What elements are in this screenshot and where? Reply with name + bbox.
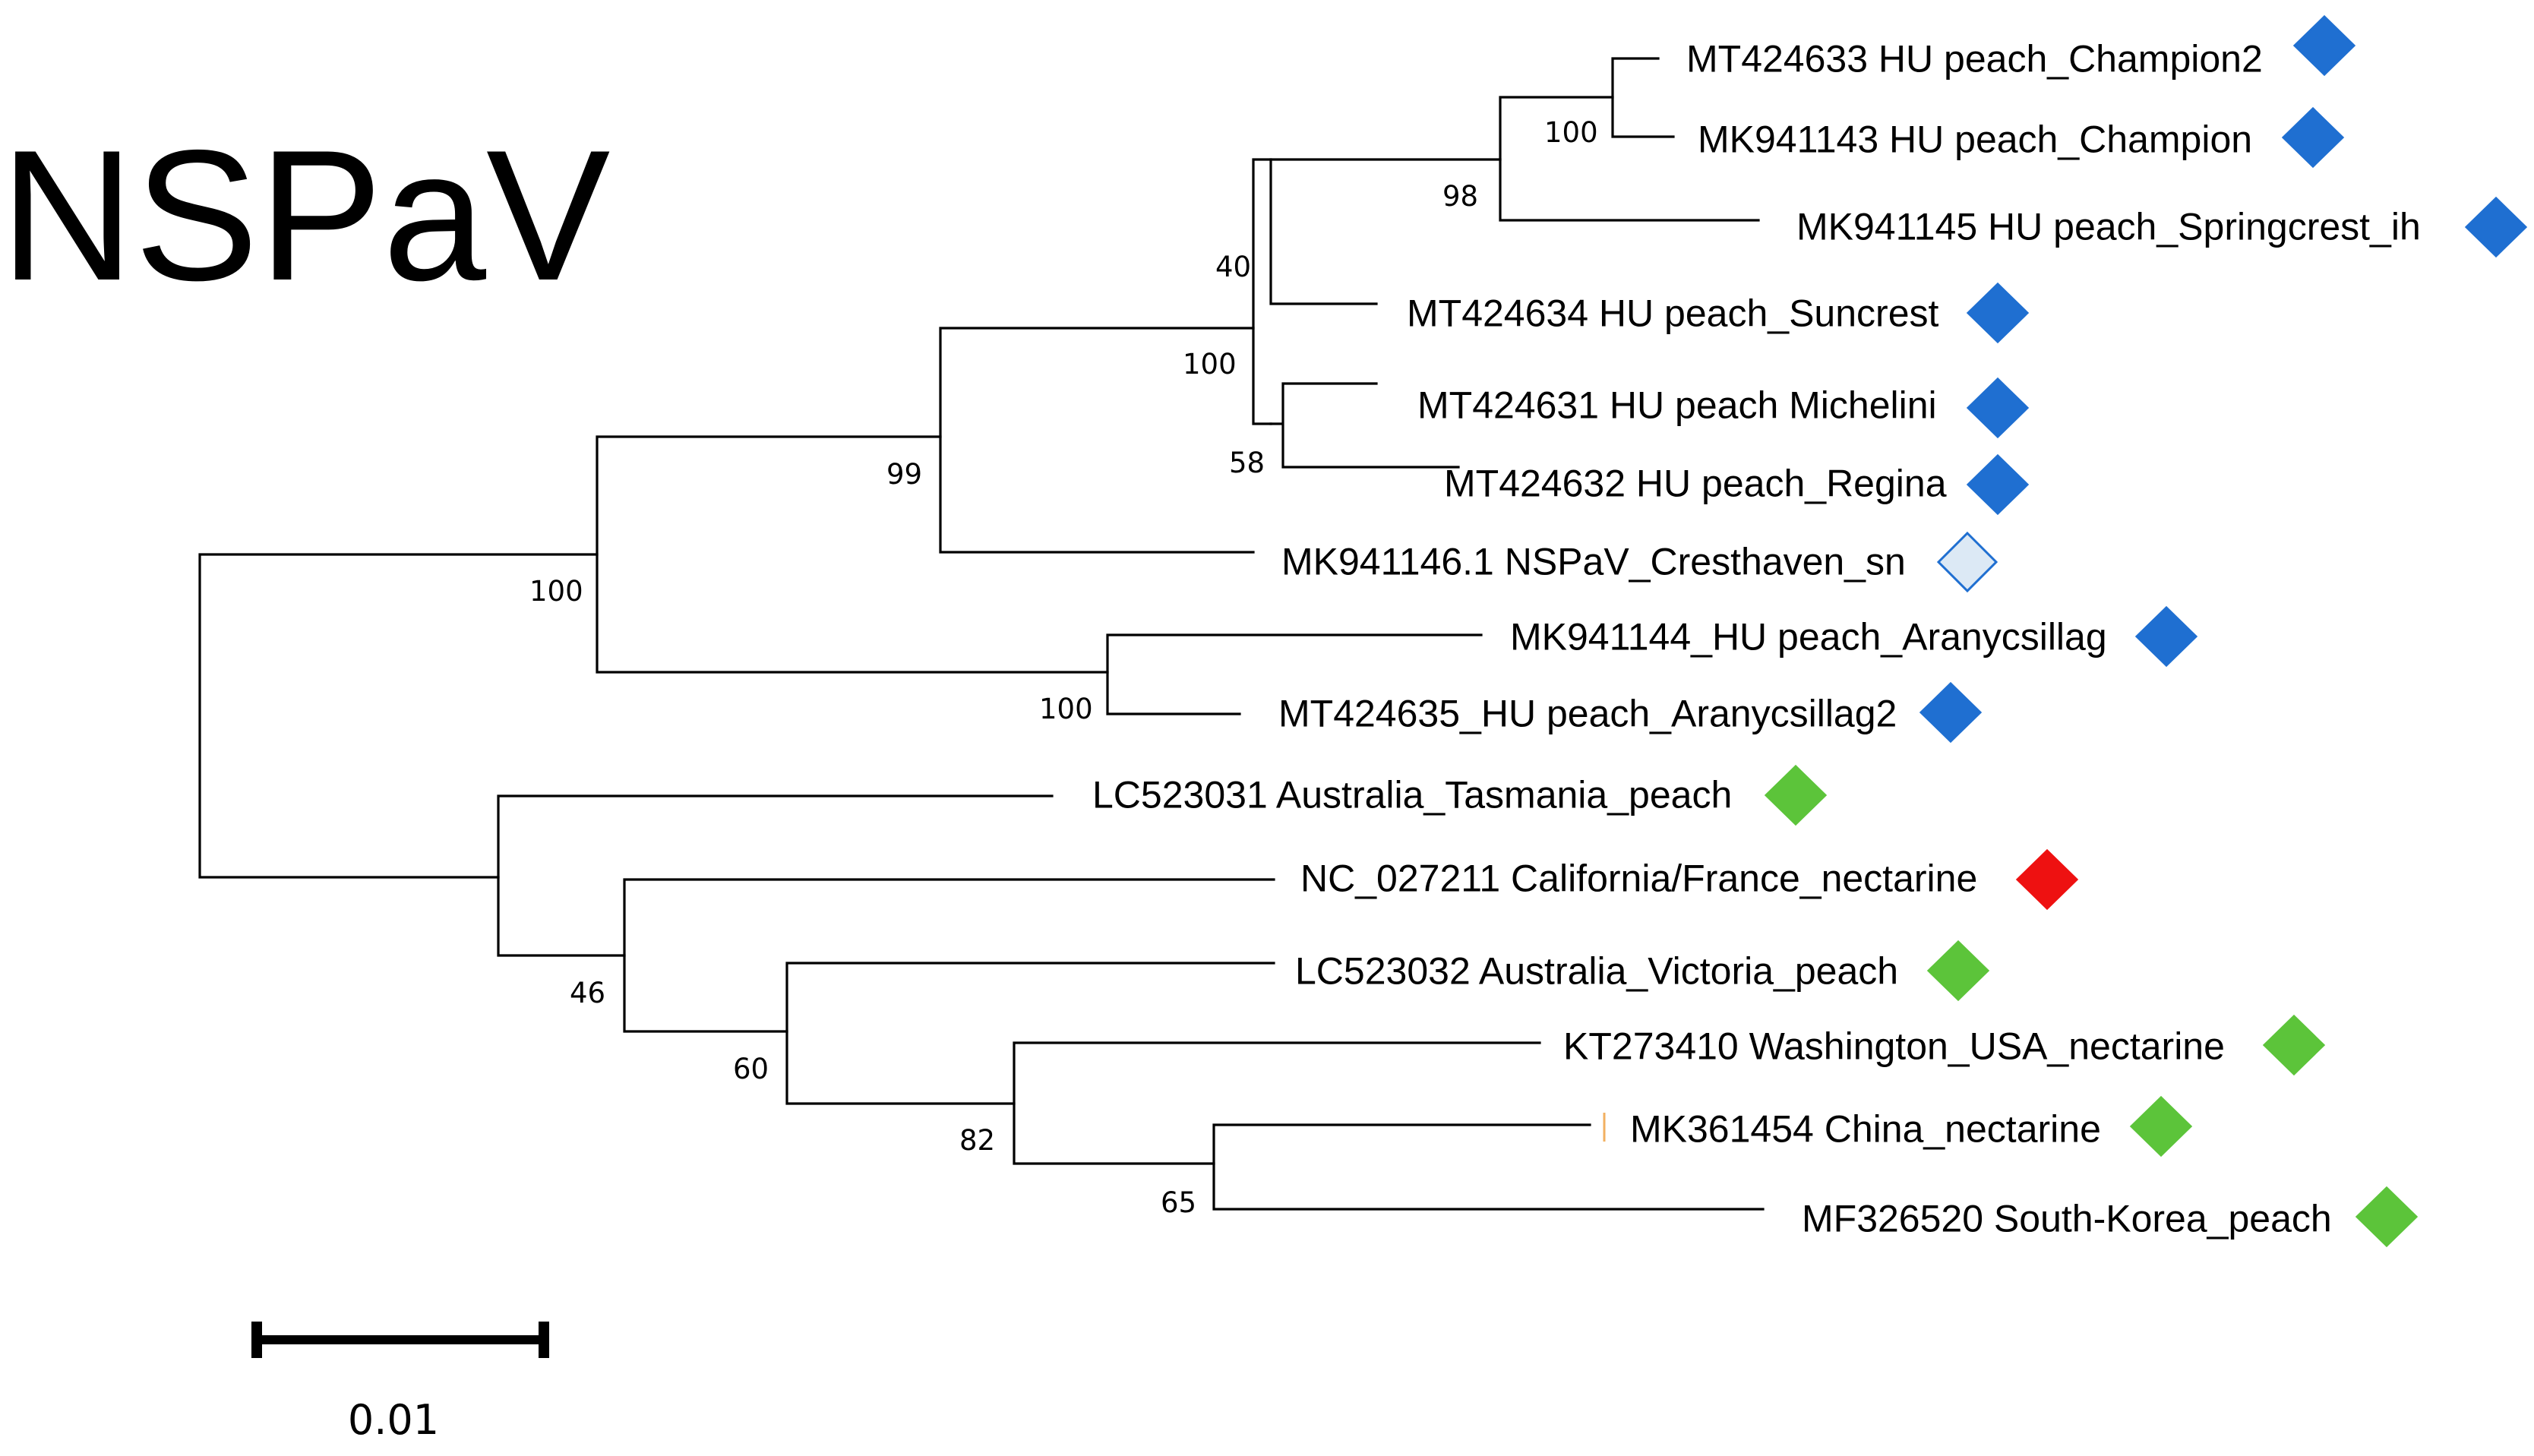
leaf-label-tasmania: LC523031 Australia_Tasmania_peach (1092, 774, 1732, 816)
branch-michelini-regina (1269, 382, 1460, 469)
diamond-marker-washington (2262, 1014, 2326, 1076)
leaf-label-victoria: LC523032 Australia_Victoria_peach (1295, 950, 1898, 993)
diamond-marker-champion (2281, 106, 2345, 169)
diamond-marker-champion2 (2292, 14, 2356, 77)
diamond-marker-tasmania (1764, 764, 1828, 826)
scale-bar-label: 0.01 (348, 1396, 439, 1444)
branch-hu-core (1252, 158, 1502, 425)
leaf-label-china: MK361454 China_nectarine (1630, 1108, 2101, 1151)
branch-suncrest-group (1269, 158, 1378, 305)
branch-green-clade (623, 878, 1275, 1033)
branch-victoria-group (785, 962, 1275, 1105)
diamond-marker-aranycsillag (2134, 605, 2198, 668)
branch-hu-all (596, 435, 1109, 674)
leaf-markers (1764, 14, 2528, 1248)
bootstrap-china-korea: 65 (1161, 1186, 1196, 1219)
bootstrap-michelini-regina: 58 (1229, 447, 1265, 479)
bootstrap-hu-core: 100 (1183, 348, 1237, 381)
bootstrap-hu-all: 100 (529, 575, 583, 608)
bootstrap-aranycsillag-pair: 100 (1039, 693, 1093, 725)
leaf-label-michelini: MT424631 HU peach Michelini (1417, 384, 1937, 427)
diamond-marker-china (2129, 1095, 2193, 1158)
diamond-marker-michelini (1966, 377, 2030, 439)
diamond-marker-regina (1966, 453, 2030, 516)
bootstrap-hu-cresthaven: 99 (886, 458, 922, 491)
leaf-label-aranycsillag2: MT424635_HU peach_Aranycsillag2 (1278, 693, 1897, 735)
diamond-marker-korea (2355, 1186, 2419, 1248)
scale-bar: 0.01 (251, 1322, 549, 1444)
leaf-label-korea: MF326520 South-Korea_peach (1802, 1198, 2332, 1240)
bootstrap-green-clade: 46 (570, 977, 605, 1009)
branch-washington-group (1013, 1041, 1541, 1165)
leaf-label-suncrest: MT424634 HU peach_Suncrest (1407, 292, 1938, 335)
bootstrap-champion-pair: 100 (1544, 116, 1598, 149)
tree-title: NSPaV (0, 111, 610, 319)
diamond-marker-springcrest (2464, 196, 2528, 258)
leaf-label-champion2: MT424633 HU peach_Champion2 (1686, 38, 2263, 81)
leaf-label-champion: MK941143 HU peach_Champion (1698, 118, 2252, 161)
branch-champion-springcrest (1499, 96, 1760, 222)
leaf-label-washington: KT273410 Washington_USA_nectarine (1563, 1025, 2225, 1068)
branch-hu-cresthaven (939, 327, 1255, 554)
branch-root (198, 553, 599, 879)
leaf-labels: MT424633 HU peach_Champion2 MK941143 HU … (1092, 38, 2421, 1240)
diamond-marker-aranycsillag2 (1919, 681, 1983, 744)
diamond-marker-suncrest (1966, 282, 2030, 344)
branch-champion-pair (1611, 57, 1675, 138)
leaf-label-cresthaven: MK941146.1 NSPaV_Cresthaven_sn (1281, 541, 1906, 583)
bootstrap-victoria-group: 60 (733, 1053, 769, 1085)
bootstrap-washington-group: 82 (959, 1124, 995, 1157)
leaf-label-aranycsillag: MK941144_HU peach_Aranycsillag (1510, 616, 2107, 659)
tree-branches (198, 57, 1765, 1211)
branch-china-korea (1212, 1123, 1765, 1211)
leaf-label-regina: MT424632 HU peach_Regina (1444, 463, 1947, 505)
bootstrap-suncrest-group: 40 (1215, 251, 1251, 283)
leaf-label-california: NC_027211 California/France_nectarine (1300, 857, 1977, 900)
branch-lower-clade (497, 794, 1054, 957)
bootstrap-champion-springcrest: 98 (1442, 180, 1478, 213)
bootstrap-values: 100 98 40 100 58 99 100 100 46 60 82 65 (529, 116, 1598, 1219)
diamond-marker-cresthaven (1936, 531, 1998, 593)
leaf-label-springcrest: MK941145 HU peach_Springcrest_ih (1796, 206, 2421, 248)
diamond-marker-victoria (1926, 940, 1990, 1002)
branch-aranycsillag-pair (1106, 633, 1483, 715)
diamond-marker-california (2015, 848, 2079, 911)
